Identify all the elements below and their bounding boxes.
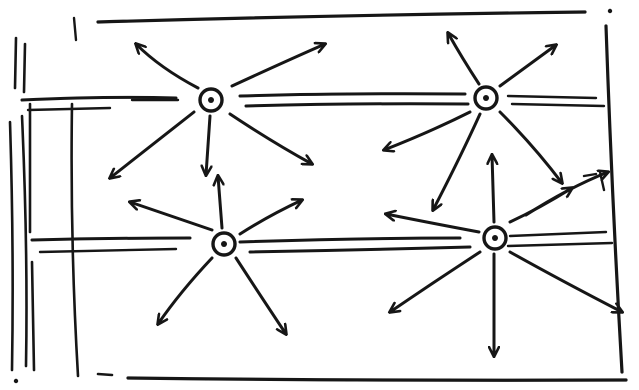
node-bottom-right <box>484 227 506 249</box>
arrows-bottom-left <box>130 176 302 334</box>
node-top-left <box>200 89 222 111</box>
node-top-right <box>475 87 497 109</box>
arrows-bottom-right <box>386 155 622 356</box>
outer-frame <box>10 9 626 383</box>
arrows-top-right <box>384 33 562 210</box>
horizontal-rails <box>22 94 612 252</box>
arrows-top-left <box>110 44 325 178</box>
node-bottom-left <box>213 233 235 255</box>
